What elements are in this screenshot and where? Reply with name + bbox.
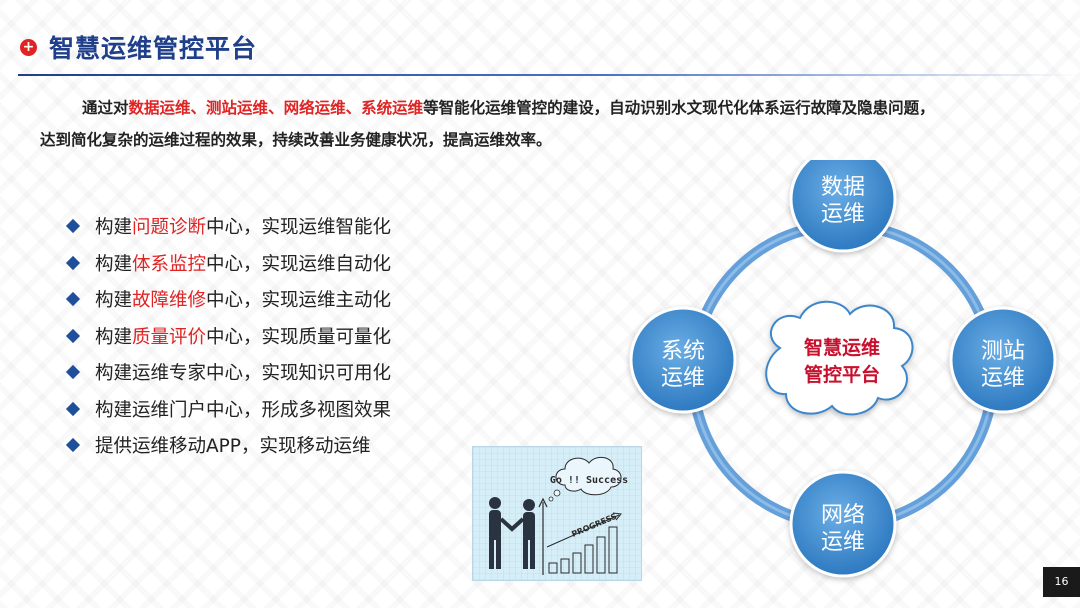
bullet-item: 提供运维移动APP，实现移动运维: [65, 427, 391, 464]
intro-separator: 、: [345, 99, 362, 117]
page-title: 智慧运维管控平台: [49, 34, 258, 63]
intro-highlight-system-ops: 系统运维: [361, 99, 424, 117]
bullet-list: 构建问题诊断中心，实现运维智能化 构建体系监控中心，实现运维自动化 构建故障维修…: [65, 208, 391, 464]
success-illustration: Go !! Success PROGRESS: [472, 446, 642, 581]
plus-circle-icon: +: [20, 38, 37, 56]
bubble-text: Go !! Success: [550, 475, 628, 486]
slide-title: + 智慧运维管控平台: [20, 30, 257, 64]
bullet-item: 构建问题诊断中心，实现运维智能化: [65, 208, 391, 245]
intro-separator: 、: [268, 99, 284, 117]
center-cloud-shape: [765, 300, 914, 416]
intro-highlight-station-ops: 测站运维: [206, 99, 269, 117]
intro-paragraph: 通过对数据运维、测站运维、网络运维、系统运维等智能化运维管控的建设，自动识别水文…: [40, 92, 1070, 156]
svg-text:数据: 数据: [821, 175, 865, 200]
svg-text:系统: 系统: [661, 339, 705, 364]
intro-highlight-data-ops: 数据运维: [128, 99, 191, 117]
diamond-bullet-icon: [65, 365, 81, 380]
svg-text:运维: 运维: [981, 366, 1025, 391]
svg-text:网络: 网络: [821, 503, 865, 528]
diamond-bullet-icon: [65, 401, 81, 416]
diamond-bullet-icon: [65, 438, 81, 453]
svg-text:运维: 运维: [661, 366, 705, 391]
title-divider: [18, 74, 1080, 76]
intro-prefix: 通过对: [82, 99, 129, 117]
diamond-bullet-icon: [65, 292, 81, 307]
ops-cycle-diagram: 智慧运维 管控平台 数据 运维 测站 运维 网络 运维 系统 运维: [629, 160, 1057, 578]
bullet-item: 构建体系监控中心，实现运维自动化: [65, 245, 391, 282]
node-station-ops: 测站 运维: [949, 306, 1057, 414]
bullet-item: 构建运维专家中心，实现知识可用化: [65, 354, 391, 391]
svg-text:运维: 运维: [821, 530, 865, 555]
diamond-bullet-icon: [65, 255, 81, 270]
node-network-ops: 网络 运维: [789, 470, 897, 578]
center-label-line-1: 智慧运维: [804, 336, 880, 359]
handshake-people-icon: [489, 497, 535, 569]
svg-text:运维: 运维: [821, 202, 865, 227]
thought-bubble-icon: [555, 456, 622, 496]
bullet-item: 构建运维门户中心，形成多视图效果: [65, 391, 391, 428]
intro-separator: 、: [190, 99, 207, 117]
progress-bars-icon: [548, 526, 618, 574]
diamond-bullet-icon: [65, 328, 81, 343]
page-number: 16: [1043, 567, 1080, 597]
node-system-ops: 系统 运维: [629, 306, 737, 414]
intro-line-2: 达到简化复杂的运维过程的效果，持续改善业务健康状况，提高运维效率。: [40, 131, 552, 149]
bullet-item: 构建故障维修中心，实现运维主动化: [65, 281, 391, 318]
svg-text:测站: 测站: [981, 339, 1025, 364]
intro-line1-rest: 等智能化运维管控的建设，自动识别水文现代化体系运行故障及隐患问题，: [423, 99, 935, 117]
center-label-line-2: 管控平台: [804, 363, 880, 386]
node-data-ops: 数据 运维: [789, 160, 897, 253]
intro-line-1: 通过对数据运维、测站运维、网络运维、系统运维等智能化运维管控的建设，自动识别水文…: [40, 92, 1070, 124]
bullet-item: 构建质量评价中心，实现质量可量化: [65, 318, 391, 355]
diamond-bullet-icon: [65, 219, 81, 234]
intro-highlight-network-ops: 网络运维: [283, 99, 346, 117]
